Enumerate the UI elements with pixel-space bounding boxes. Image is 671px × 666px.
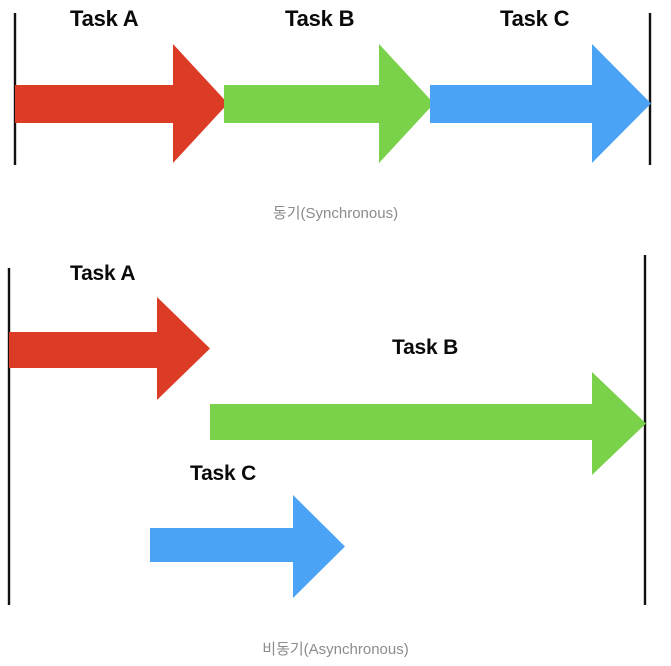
task-arrow-b-asynchronous [210,372,646,475]
asynchronous-diagram-canvas [7,255,647,605]
task-label-c-sync: Task C [500,6,570,31]
task-label-a-sync: Task A [70,6,139,31]
task-label-c-async: Task C [190,462,257,485]
task-arrow-c-synchronous [430,44,651,163]
task-label-b-async: Task B [392,336,459,359]
synchronous-panel: Task A Task B Task C 동기(Synchronous) [0,0,671,240]
synchronous-diagram-canvas [13,13,652,165]
task-arrow-a-synchronous [15,44,228,163]
asynchronous-panel: Task A Task B Task C [0,240,671,666]
task-label-b-sync: Task B [285,6,355,31]
task-arrow-c-asynchronous [150,495,345,598]
synchronous-caption: 동기(Synchronous) [272,205,399,222]
task-arrow-a-asynchronous [9,297,210,400]
asynchronous-caption: 비동기(Asynchronous) [262,641,409,658]
task-label-a-async: Task A [70,262,136,285]
task-arrow-b-synchronous [224,44,434,163]
